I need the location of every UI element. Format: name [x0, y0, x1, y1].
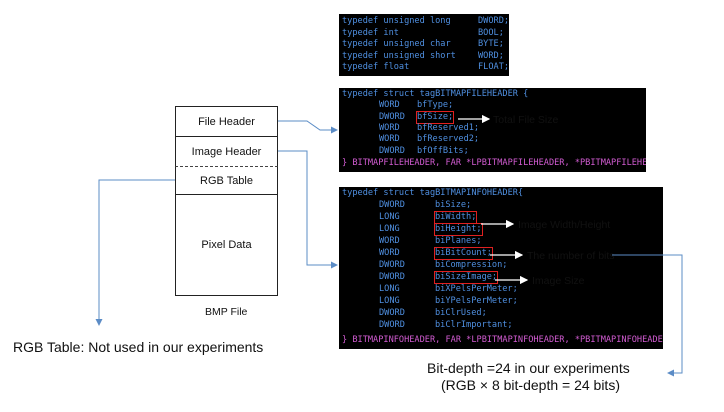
struct-field: DWORD biSize; — [379, 200, 471, 211]
field-type: WORD — [379, 100, 400, 111]
field-type: DWORD — [379, 200, 405, 210]
field-name: bfType; — [417, 100, 454, 111]
bfsize-highlight: bfSize; — [415, 110, 455, 124]
image-width-height-label: Image Width/Height — [518, 219, 611, 231]
biheight-highlight: biHeight; — [434, 222, 483, 237]
rgb-table-connector — [95, 179, 175, 326]
field-type: LONG — [379, 284, 400, 294]
struct-field: WORD biBitCount; — [379, 246, 493, 261]
struct-field: LONG biWidth; — [379, 210, 478, 225]
field-name: biPlanes; — [435, 236, 482, 246]
typedef-decl: typedef unsigned char — [342, 39, 451, 49]
struct-field: DWORD bfSize; — [379, 110, 455, 124]
typedef-line: typedef unsigned long DWORD; — [342, 16, 509, 27]
section-label: File Header — [198, 115, 255, 128]
typedef-name: BYTE; — [478, 39, 504, 49]
bmp-file-caption: BMP File — [205, 306, 248, 318]
section-label: Image Header — [191, 145, 262, 158]
section-label: Pixel Data — [201, 239, 252, 251]
struct-field: DWORD biSizeImage; — [379, 270, 499, 285]
field-name: bfReserved1; — [417, 122, 480, 133]
struct-open-line: typedef struct tagBITMAPINFOHEADER{ — [342, 188, 524, 198]
image-header-connector — [278, 150, 338, 269]
field-type: DWORD — [379, 111, 405, 122]
bmp-file-header-section: File Header — [175, 106, 278, 137]
bisizeimage-highlight: biSizeImage; — [433, 270, 499, 285]
typedef-line: typedef unsigned short WORD; — [342, 50, 504, 62]
field-name: biSize; — [435, 200, 472, 210]
field-name: biClrUsed; — [435, 308, 487, 318]
file-header-connector — [278, 120, 338, 134]
field-name: biYPelsPerMeter; — [435, 296, 518, 306]
typedef-decl: typedef unsigned long — [342, 16, 451, 26]
file-header-code-block: typedef struct tagBITMAPFILEHEADER { WOR… — [339, 88, 646, 172]
struct-field: LONG biXPelsPerMeter; — [379, 284, 518, 295]
struct-close-line: } BITMAPFILEHEADER, FAR *LPBITMAPFILEHEA… — [342, 158, 646, 168]
typedef-decl: typedef float — [342, 62, 410, 72]
struct-field: WORD bfReserved1; — [379, 122, 479, 134]
biwidth-highlight: biWidth; — [433, 210, 478, 225]
field-name: bfOffBits; — [417, 145, 469, 156]
bmp-pixel-data-section: Pixel Data — [175, 194, 278, 296]
field-type: LONG — [379, 296, 400, 306]
info-header-code-block: typedef struct tagBITMAPINFOHEADER{ DWOR… — [339, 187, 663, 349]
bit-depth-note-line1: Bit-depth =24 in our experiments — [427, 360, 630, 376]
field-name: biClrImportant; — [435, 320, 513, 330]
field-type: DWORD — [379, 260, 405, 270]
field-type: WORD — [379, 248, 400, 258]
struct-field: DWORD biClrImportant; — [379, 320, 513, 331]
struct-close-line: } BITMAPINFOHEADER, FAR *LPBITMAPINFOHEA… — [342, 335, 663, 345]
struct-field: WORD biPlanes; — [379, 236, 482, 247]
typedef-name: FLOAT; — [478, 62, 509, 72]
section-label: RGB Table — [200, 174, 253, 187]
field-type: WORD — [379, 122, 400, 133]
typedef-decl: typedef unsigned short — [342, 50, 456, 61]
typedef-line: typedef unsigned char BYTE; — [342, 39, 504, 50]
struct-field: WORD bfReserved2; — [379, 134, 479, 145]
rgb-table-note: RGB Table: Not used in our experiments — [13, 339, 264, 355]
struct-field: WORD bfType; — [379, 100, 453, 111]
field-type: DWORD — [379, 320, 405, 330]
number-of-bits-label: The number of bits — [527, 250, 615, 262]
field-type: LONG — [379, 212, 400, 222]
typedef-name: WORD; — [478, 50, 504, 61]
typedef-name: BOOL; — [478, 27, 504, 38]
field-type: DWORD — [379, 272, 405, 282]
bmp-image-header-section: Image Header — [175, 136, 278, 167]
field-name: bfReserved2; — [417, 134, 480, 145]
total-file-size-label: Total File Size — [493, 114, 559, 126]
typedef-name: DWORD; — [478, 16, 509, 26]
bit-depth-note-line2: (RGB × 8 bit-depth = 24 bits) — [441, 377, 620, 393]
typedef-decl: typedef int — [342, 27, 399, 38]
field-type: DWORD — [379, 145, 405, 156]
struct-field: DWORD bfOffBits; — [379, 145, 469, 157]
struct-open-line: typedef struct tagBITMAPFILEHEADER { — [342, 89, 529, 99]
field-type: WORD — [379, 134, 400, 145]
field-name: biXPelsPerMeter; — [435, 284, 518, 294]
bmp-rgb-table-section: RGB Table — [175, 166, 278, 195]
struct-field: LONG biYPelsPerMeter; — [379, 296, 518, 307]
bibitcount-highlight: biBitCount; — [434, 246, 493, 261]
typedef-line: typedef int BOOL; — [342, 27, 504, 39]
struct-field: DWORD biCompression; — [379, 260, 507, 271]
field-type: LONG — [379, 224, 400, 234]
typedef-line: typedef float FLOAT; — [342, 62, 509, 73]
struct-field: DWORD biClrUsed; — [379, 308, 487, 319]
struct-field: LONG biHeight; — [379, 222, 483, 237]
field-type: DWORD — [379, 308, 405, 318]
field-name: biCompression; — [435, 260, 508, 270]
image-size-label: Image Size — [532, 275, 585, 287]
field-type: WORD — [379, 236, 400, 246]
